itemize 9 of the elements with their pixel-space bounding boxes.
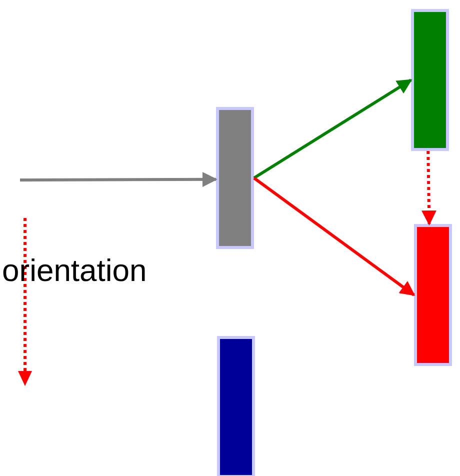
bar xyxy=(216,107,254,249)
orientation-label: orientation xyxy=(2,252,147,290)
bar xyxy=(414,224,452,366)
bar xyxy=(411,9,449,151)
arrow xyxy=(253,78,412,180)
arrow xyxy=(422,150,436,226)
arrow xyxy=(20,172,218,187)
arrow xyxy=(253,176,416,296)
bar xyxy=(217,336,255,476)
